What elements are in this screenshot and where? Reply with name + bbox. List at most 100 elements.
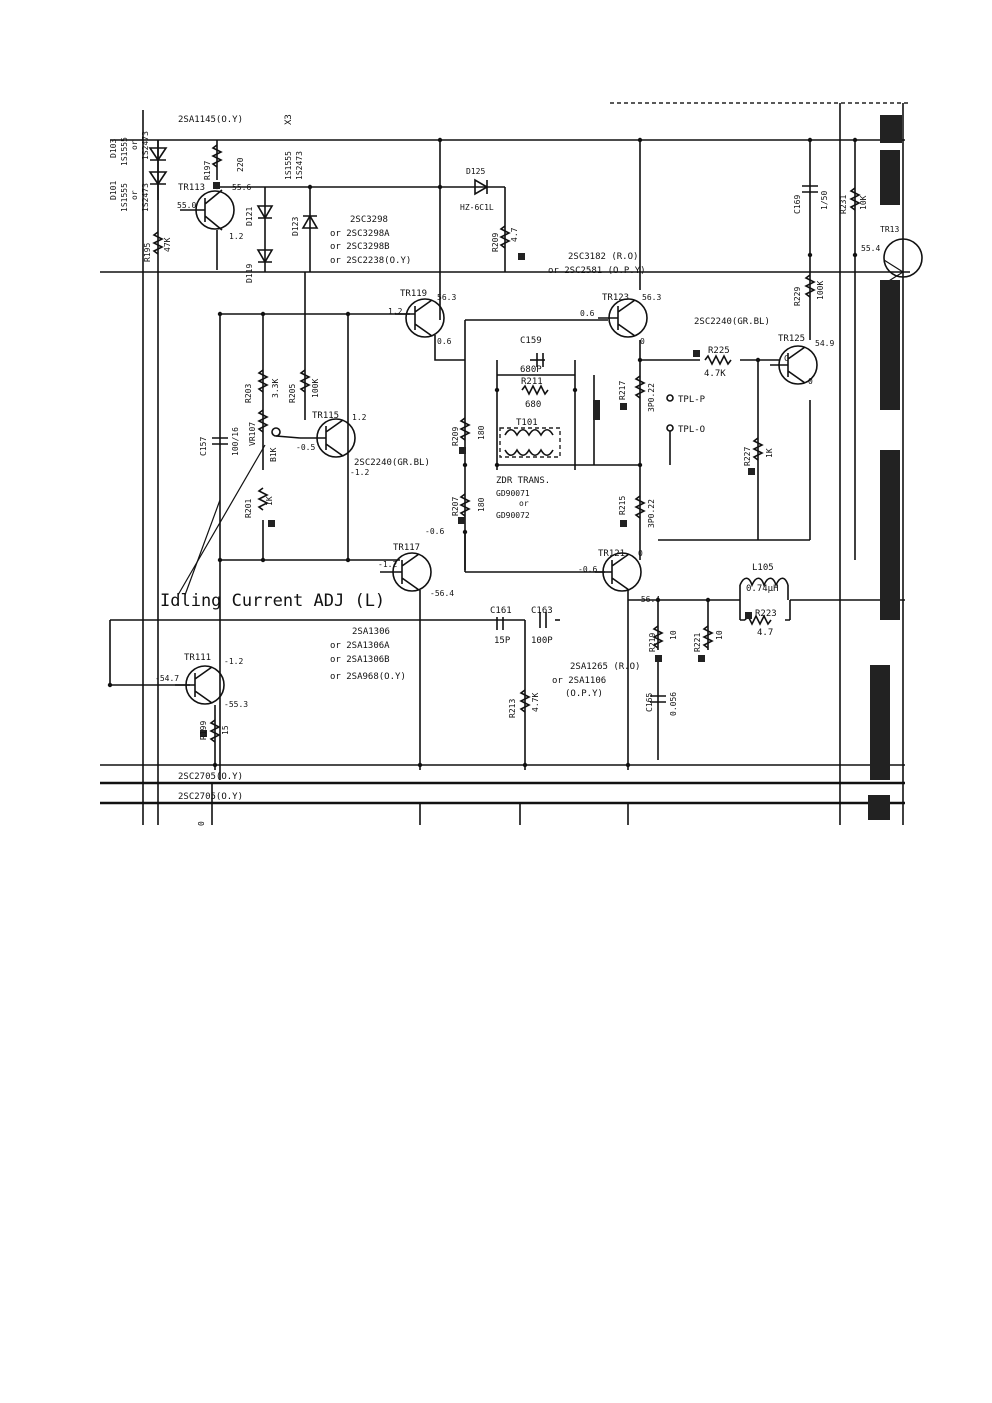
transistor-tr111-symbol [175, 665, 225, 705]
label-r225: R225 [708, 346, 730, 356]
transistor-tr115-symbol [300, 418, 356, 458]
label-r217-value: 3P0.22 [647, 383, 656, 412]
label-c159-value: 680P [520, 365, 542, 375]
label-2sc2240a: 2SC2240(GR.BL) [354, 458, 430, 468]
label-v556: 55.6 [232, 183, 251, 192]
label-r229-value: 100K [816, 281, 825, 300]
label-tplo: TPL-O [678, 425, 705, 435]
junction-dots [107, 137, 858, 768]
label-v12e: -1.2 [378, 560, 397, 569]
diode-symbols [148, 147, 489, 264]
label-r217: R217 [618, 381, 627, 400]
label-c169: C169 [793, 195, 802, 214]
label-r199: R199 [199, 721, 208, 740]
capacitor-symbols [212, 185, 818, 703]
label-v05: -0.5 [296, 443, 315, 452]
label-tr13x: TR13 [880, 225, 899, 234]
label-r209a-value: 4.7 [510, 227, 519, 242]
label-tr115: TR115 [312, 411, 339, 421]
label-v06c: -0.6 [425, 527, 444, 536]
label-r203-value: 3.3K [271, 379, 280, 398]
label-gdor: or [519, 499, 529, 508]
label-tr123: TR123 [602, 293, 629, 303]
label-r223: R223 [755, 609, 777, 619]
label-v0d: 0 [197, 821, 206, 826]
label-c159: C159 [520, 336, 542, 346]
label-r213-value: 4.7K [531, 693, 540, 712]
marker-squares [200, 182, 755, 737]
label-2sc3182: 2SC3182 (R.O) [568, 252, 638, 262]
label-2sa1265: 2SA1265 (R.O) [570, 662, 640, 672]
label-r201-value: 1K [265, 496, 274, 506]
label-vr107: VR107 [248, 422, 257, 446]
label-tr117: TR117 [393, 543, 420, 553]
vr107-symbol [257, 409, 301, 439]
label-r205: R205 [288, 384, 297, 403]
label-2sc2238: or 2SC2238(O.Y) [330, 256, 411, 266]
label-r197: R197 [203, 161, 212, 180]
label-tplp: TPL-P [678, 395, 706, 405]
label-v564a: -56.4 [430, 589, 454, 598]
label-c169-value: 1/50 [820, 191, 829, 210]
label-r199-value: 15 [221, 725, 230, 735]
labels: 2SA1145(O.Y) X3 D101 D103 1S1555 1S1555 … [109, 114, 899, 826]
label-v06b: 0.6 [580, 309, 595, 318]
label-t101: T101 [516, 418, 538, 428]
label-r205-value: 100K [311, 379, 320, 398]
label-r211-value: 680 [525, 400, 541, 410]
transistor-tr13x-symbol [883, 238, 923, 278]
label-v12d: -1.2 [350, 468, 369, 477]
label-2sa1145: 2SA1145(O.Y) [178, 115, 243, 125]
label-or1: or [130, 190, 139, 200]
label-v12b: 1.2 [388, 307, 403, 316]
label-d103: D103 [109, 139, 118, 158]
label-v12a: 1.2 [229, 232, 244, 241]
resistor-symbols [152, 144, 861, 743]
transistor-tr123-symbol [598, 298, 648, 338]
label-v553: -55.3 [224, 700, 248, 709]
label-tr125: TR125 [778, 334, 805, 344]
label-gd1: GD90071 [496, 489, 530, 498]
wiring [100, 102, 910, 825]
label-c165: C165 [645, 693, 654, 712]
test-points [666, 394, 674, 465]
transistor-tr125-symbol [770, 345, 818, 385]
label-r231: R231 [839, 195, 848, 214]
label-v554: 55.4 [861, 244, 880, 253]
label-2sc2705b: 2SC2705(O.Y) [178, 792, 243, 802]
label-2sc2581: or 2SC2581 (O.P.Y) [548, 266, 646, 276]
label-gd2: GD90072 [496, 511, 530, 520]
transistor-tr121-symbol [595, 552, 642, 592]
label-zdr: ZDR TRANS. [496, 476, 550, 486]
label-2sc3298b: or 2SC3298B [330, 242, 390, 252]
label-d119: D119 [245, 264, 254, 283]
label-r221: R221 [693, 633, 702, 652]
label-tr119: TR119 [400, 289, 427, 299]
label-c157-value: 100/16 [231, 427, 240, 456]
label-r209: R209 [451, 427, 460, 446]
label-tr111: TR111 [184, 653, 211, 663]
label-r195-value: 47K [163, 237, 172, 252]
label-v0a: 0 [640, 337, 645, 346]
label-r227-value: 1K [765, 448, 774, 458]
label-r219-value: 10 [669, 630, 678, 640]
label-r209-value: 180 [477, 425, 486, 440]
inductor-l105-symbol [739, 577, 789, 600]
label-r197-value: 220 [236, 157, 245, 172]
label-vc: C [784, 354, 789, 363]
label-r207-value: 180 [477, 497, 486, 512]
label-c161-value: 15P [494, 636, 511, 646]
label-v06a: 0.6 [437, 337, 452, 346]
label-d123-alt: 1S2473 [295, 151, 304, 180]
label-r221-value: 10 [715, 630, 724, 640]
label-v0c: 0 [638, 549, 643, 558]
label-r215: R215 [618, 496, 627, 515]
scan-noise [868, 115, 902, 820]
label-alt1: 1S2473 [141, 183, 150, 212]
label-v0b: 0 [808, 377, 813, 386]
label-d121: D121 [245, 207, 254, 226]
label-2sc2240b: 2SC2240(GR.BL) [694, 317, 770, 327]
transistor-tr113-symbol [180, 189, 235, 231]
label-c163-value: 100P [531, 636, 553, 646]
